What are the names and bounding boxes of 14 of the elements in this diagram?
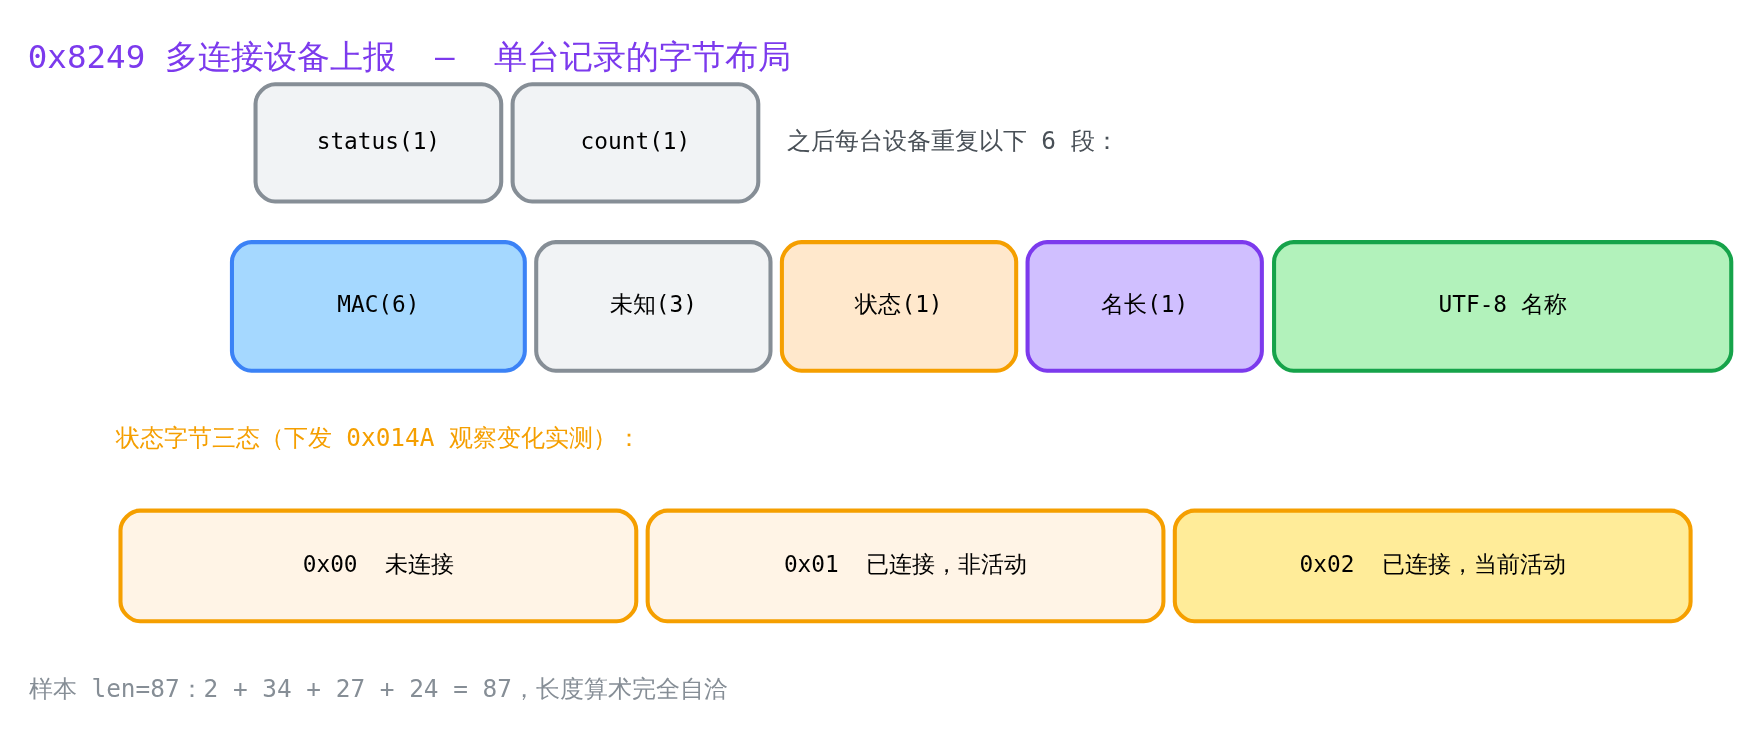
node-box: count(1) — [510, 82, 761, 204]
node-box: MAC(6) — [229, 240, 527, 373]
node-box: 未知(3) — [534, 240, 773, 373]
label: 之后每台设备重复以下 6 段： — [786, 125, 1119, 155]
node-box: 0x02 已连接，当前活动 — [1172, 508, 1693, 624]
label: 样本 len=87：2 + 34 + 27 + 24 = 87，长度算术完全自洽 — [28, 673, 728, 703]
node-box: UTF-8 名称 — [1272, 240, 1734, 373]
node-box: 名长(1) — [1025, 240, 1264, 373]
node-box: 0x00 未连接 — [118, 508, 639, 624]
node-box: status(1) — [253, 82, 504, 204]
node-box: 0x01 已连接，非活动 — [645, 508, 1166, 624]
node-box: 状态(1) — [779, 240, 1019, 373]
diagram-title: 0x8249 多连接设备上报 — 单台记录的字节布局 — [27, 38, 791, 77]
label: 状态字节三态（下发 0x014A 观察变化实测）： — [115, 423, 642, 453]
